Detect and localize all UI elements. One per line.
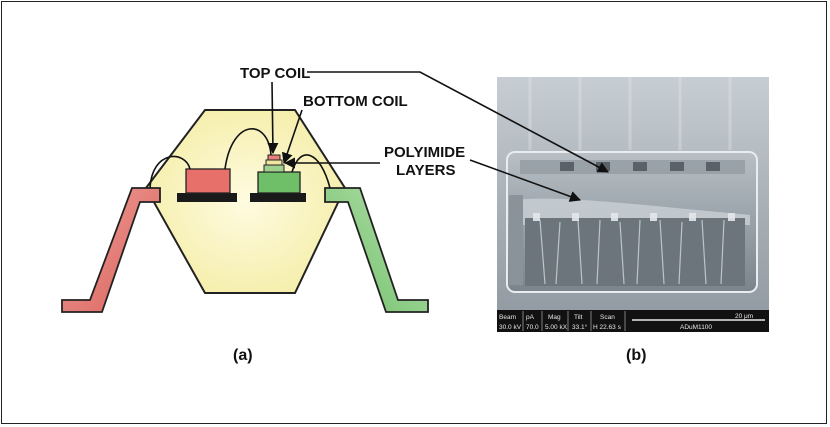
sem-scale-label: 20 μm	[735, 313, 753, 320]
sem-value-beam: 30.0 kV	[499, 324, 522, 331]
bottom-coil-leader	[281, 109, 303, 165]
top-coil-sem-leader	[307, 71, 609, 173]
bottom-coil-block	[263, 164, 285, 173]
sem-header-tilt: Tilt	[574, 314, 583, 321]
bottom-coil-label: BOTTOM COIL	[303, 93, 408, 110]
top-coil-label: TOP COIL	[240, 65, 310, 82]
right-lead	[324, 187, 429, 313]
package-body	[144, 109, 347, 294]
bond-wire	[149, 155, 191, 189]
sem-value-tilt: 33.1°	[572, 323, 588, 331]
left-die	[185, 168, 231, 194]
top-coil-block	[267, 154, 281, 161]
top-coil-leader	[267, 81, 279, 155]
sem-header-beam: Beam	[499, 314, 516, 321]
sem-header-scan: Scan	[600, 314, 615, 321]
sem-header-mag: Mag	[548, 314, 561, 321]
left-paddle	[177, 193, 237, 202]
polyimide-block	[265, 159, 283, 166]
sem-value-scan: H 22.63 s	[593, 324, 622, 331]
package-cross-section	[61, 109, 429, 313]
right-die	[257, 171, 301, 194]
right-paddle	[250, 193, 306, 202]
left-lead	[61, 187, 161, 313]
sem-header-pa: pA	[526, 314, 535, 321]
sem-image: Beam pA Mag Tilt Scan 30.0 kV 70.0 5.00 …	[497, 77, 769, 332]
polyimide-label-line2: LAYERS	[396, 162, 455, 179]
sem-info-bar	[497, 310, 769, 332]
polyimide-sem-leader	[469, 159, 582, 202]
sem-value-pa: 70.0	[526, 324, 539, 331]
polyimide-label-line1: POLYIMIDE	[384, 144, 465, 161]
caption-a: (a)	[233, 347, 253, 364]
sem-info-dividers	[522, 311, 626, 331]
sem-value-mag: 5.00 kX	[545, 324, 568, 331]
caption-b: (b)	[626, 347, 646, 364]
sem-device-label: ADuM1100	[680, 324, 712, 331]
